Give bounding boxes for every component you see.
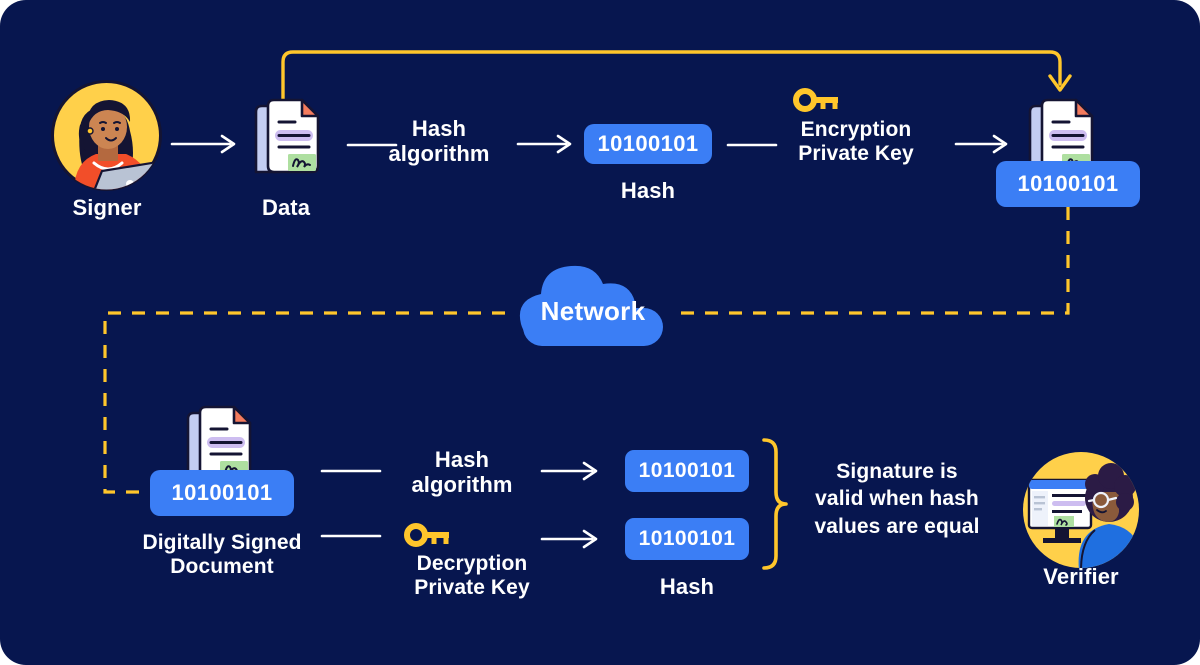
yellow-route-top — [281, 50, 1072, 102]
arrow-decryption-to-hash — [540, 529, 598, 549]
network-cloud: Network — [505, 262, 681, 348]
line-hash-to-encryption — [726, 143, 778, 147]
hash-badge-result-bottom: 10100101 — [625, 518, 749, 560]
conclusion-text: Signature is valid when hash values are … — [814, 460, 980, 538]
line-doc-to-hashalgo-bottom — [320, 469, 382, 473]
hash-algorithm-label-top: Hash algorithm — [388, 116, 490, 166]
cloud-icon — [519, 265, 663, 346]
hash-label-top: Hash — [620, 178, 676, 203]
verifier-avatar-icon — [1023, 452, 1139, 568]
signer-avatar — [50, 79, 163, 192]
encryption-private-key-label: Encryption Private Key — [798, 118, 914, 165]
line-data-to-hashalgo — [346, 143, 398, 147]
signed-hash-badge-top: 10100101 — [996, 161, 1140, 207]
verifier-avatar — [1021, 450, 1141, 570]
arrow-hashalgo-to-hash — [516, 134, 572, 154]
hash-badge-result-top: 10100101 — [625, 450, 749, 492]
data-document — [248, 98, 324, 184]
signed-document-icon — [186, 405, 252, 481]
decryption-private-key-label: Decryption Private Key — [414, 552, 530, 599]
digitally-signed-document — [180, 405, 256, 491]
signer-label: Signer — [72, 195, 142, 220]
arrow-hashalgo-to-hash-bottom — [540, 461, 598, 481]
hash-algorithm-label-bottom: Hash algorithm — [411, 447, 513, 497]
arrow-encryption-to-signeddoc — [954, 134, 1008, 154]
verifier-label: Verifier — [1043, 564, 1119, 589]
line-doc-to-decryption — [320, 534, 382, 538]
key-icon — [793, 88, 838, 112]
key-icon — [404, 523, 449, 547]
curly-brace — [762, 438, 788, 570]
document-icon — [254, 98, 320, 174]
signed-doc-hash-badge: 10100101 — [150, 470, 294, 516]
arrow-signer-to-data — [170, 134, 236, 154]
encryption-key — [793, 88, 841, 112]
signer-avatar-icon — [51, 80, 162, 191]
data-label: Data — [261, 195, 311, 220]
hash-label-bottom: Hash — [659, 574, 715, 599]
decryption-key — [404, 523, 452, 547]
digitally-signed-document-label: Digitally Signed Document — [142, 531, 302, 578]
hash-badge-top: 10100101 — [584, 124, 712, 164]
